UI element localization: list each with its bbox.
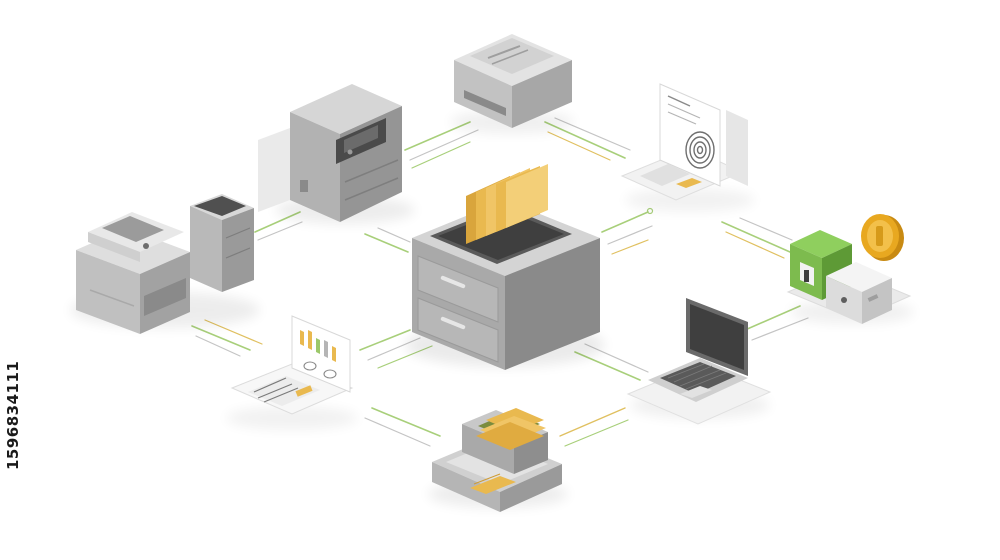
coin-icon: [861, 214, 904, 261]
stock-image-id: 1596834111: [4, 360, 22, 470]
copier-machine: [258, 84, 415, 224]
document-with-fingerprint: [620, 83, 755, 212]
bar-chart-icon: [300, 330, 336, 362]
report-booklet: [226, 315, 358, 430]
folders: [466, 164, 548, 244]
file-tray: [428, 408, 568, 512]
filing-cabinet: [405, 164, 605, 370]
multifunction-printer: [70, 194, 260, 334]
laptop: [626, 298, 772, 425]
printer-top: [450, 34, 574, 134]
connector-far-right: [721, 217, 793, 259]
payment-terminal: [786, 214, 914, 324]
connector-bottom: [364, 407, 629, 447]
fingerprint-icon: [685, 131, 715, 169]
connector-right-upper: [601, 207, 654, 255]
